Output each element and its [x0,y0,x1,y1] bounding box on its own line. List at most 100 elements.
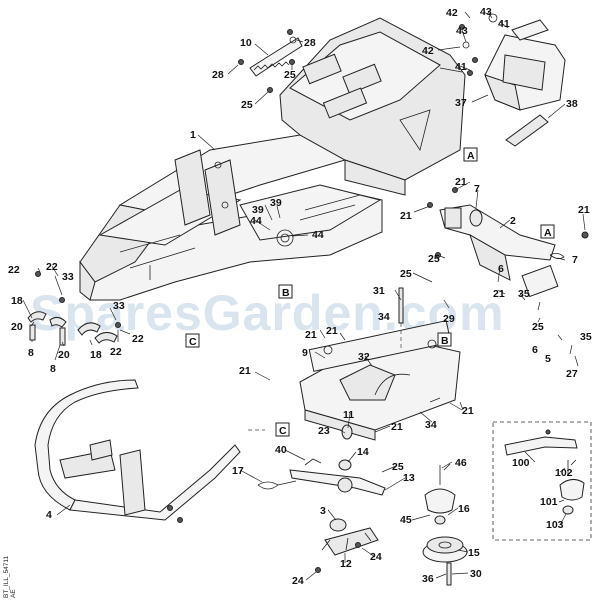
callout-21: 21 [493,288,505,300]
callout-9: 9 [302,347,308,359]
callout-27: 27 [566,368,578,380]
callout-46: 46 [455,457,467,469]
callout-12: 12 [340,558,352,570]
drawing-code-line2: AE [10,589,17,598]
ref-label-c: C [279,425,287,437]
callout-6: 6 [498,263,504,275]
callout-20: 20 [11,321,23,333]
callout-22: 22 [8,264,20,276]
drawing-code-line1: BT_ILL_54711 [3,555,10,598]
main-frame [79,17,466,301]
callout-21: 21 [462,405,474,417]
callout-36: 36 [422,573,434,585]
callout-43: 43 [456,25,468,37]
callout-8: 8 [28,347,34,359]
callout-34: 34 [378,311,390,323]
callout-8: 8 [50,363,56,375]
callout-4: 4 [46,509,52,521]
callout-29: 29 [443,313,455,325]
callout-22: 22 [46,261,58,273]
callout-28: 28 [304,37,316,49]
callout-31: 31 [373,285,385,297]
callout-25: 25 [241,99,253,111]
callout-39: 39 [252,204,264,216]
callout-44: 44 [250,215,262,227]
callout-11: 11 [343,409,354,421]
callout-14: 14 [357,446,369,458]
ref-label-a: A [467,150,475,162]
callout-21: 21 [455,176,467,188]
callout-20: 20 [58,349,70,361]
callout-41: 41 [455,61,467,73]
callout-34: 34 [425,419,437,431]
callout-43: 43 [480,6,492,18]
callout-38: 38 [566,98,578,110]
part-2-shaft [427,187,589,298]
callout-16: 16 [458,503,470,515]
callout-35: 35 [518,288,530,300]
callout-35: 35 [580,331,592,343]
callout-18: 18 [11,295,23,307]
callout-21: 21 [326,325,338,337]
callout-15: 15 [468,547,480,559]
ref-label-b: B [282,287,290,299]
ref-label-c: C [189,336,197,348]
callout-23: 23 [318,425,330,437]
ref-label-a: A [544,227,552,239]
callout-42: 42 [422,45,434,57]
callout-5: 5 [545,353,551,365]
callout-41: 41 [498,18,510,30]
callout-3: 3 [320,505,326,517]
callout-22: 22 [132,333,144,345]
ref-label-b: B [441,335,449,347]
callout-labels: 10 28 28 25 25 42 43 41 42 43 41 37 38 1… [8,6,592,587]
callout-13: 13 [403,472,415,484]
callout-21: 21 [239,365,251,377]
callout-28: 28 [212,69,224,81]
callout-100: 100 [512,457,530,469]
callout-24: 24 [292,575,304,587]
callout-42: 42 [446,7,458,19]
callout-6: 6 [532,344,538,356]
callout-7: 7 [474,183,480,195]
callout-21: 21 [400,210,412,222]
drawing-code: BT_ILL_54711 AE [3,555,17,598]
callout-21: 21 [391,421,403,433]
callout-17: 17 [232,465,244,477]
callout-1: 1 [190,129,196,141]
callout-33: 33 [113,300,125,312]
callout-10: 10 [240,37,252,49]
callout-21: 21 [578,204,590,216]
inset-detail [492,421,592,541]
callout-30: 30 [470,568,482,580]
battery-tray [439,13,566,111]
callout-22: 22 [110,346,122,358]
callout-24: 24 [370,551,382,563]
callout-39: 39 [270,197,282,209]
callout-101: 101 [540,496,558,508]
reference-labels: A A B B C C [185,147,555,437]
callout-25: 25 [284,69,296,81]
callout-33: 33 [62,271,74,283]
part-4-bumper [34,379,265,523]
part-13-lever [257,424,386,573]
callout-21: 21 [305,329,317,341]
part-38-rod [505,114,549,147]
callout-25: 25 [428,253,440,265]
callout-102: 102 [555,467,573,479]
callout-25: 25 [532,321,544,333]
callout-18: 18 [90,349,102,361]
callout-103: 103 [546,519,564,531]
callout-45: 45 [400,514,412,526]
callout-44: 44 [312,229,324,241]
part-10-bracket [238,29,303,93]
callout-40: 40 [275,444,287,456]
callout-25: 25 [400,268,412,280]
pulley-assembly [422,463,468,586]
callout-32: 32 [358,351,370,363]
part-9-plate [299,287,461,441]
callout-25: 25 [392,461,404,473]
callout-7: 7 [572,254,578,266]
left-small-parts [27,271,121,346]
